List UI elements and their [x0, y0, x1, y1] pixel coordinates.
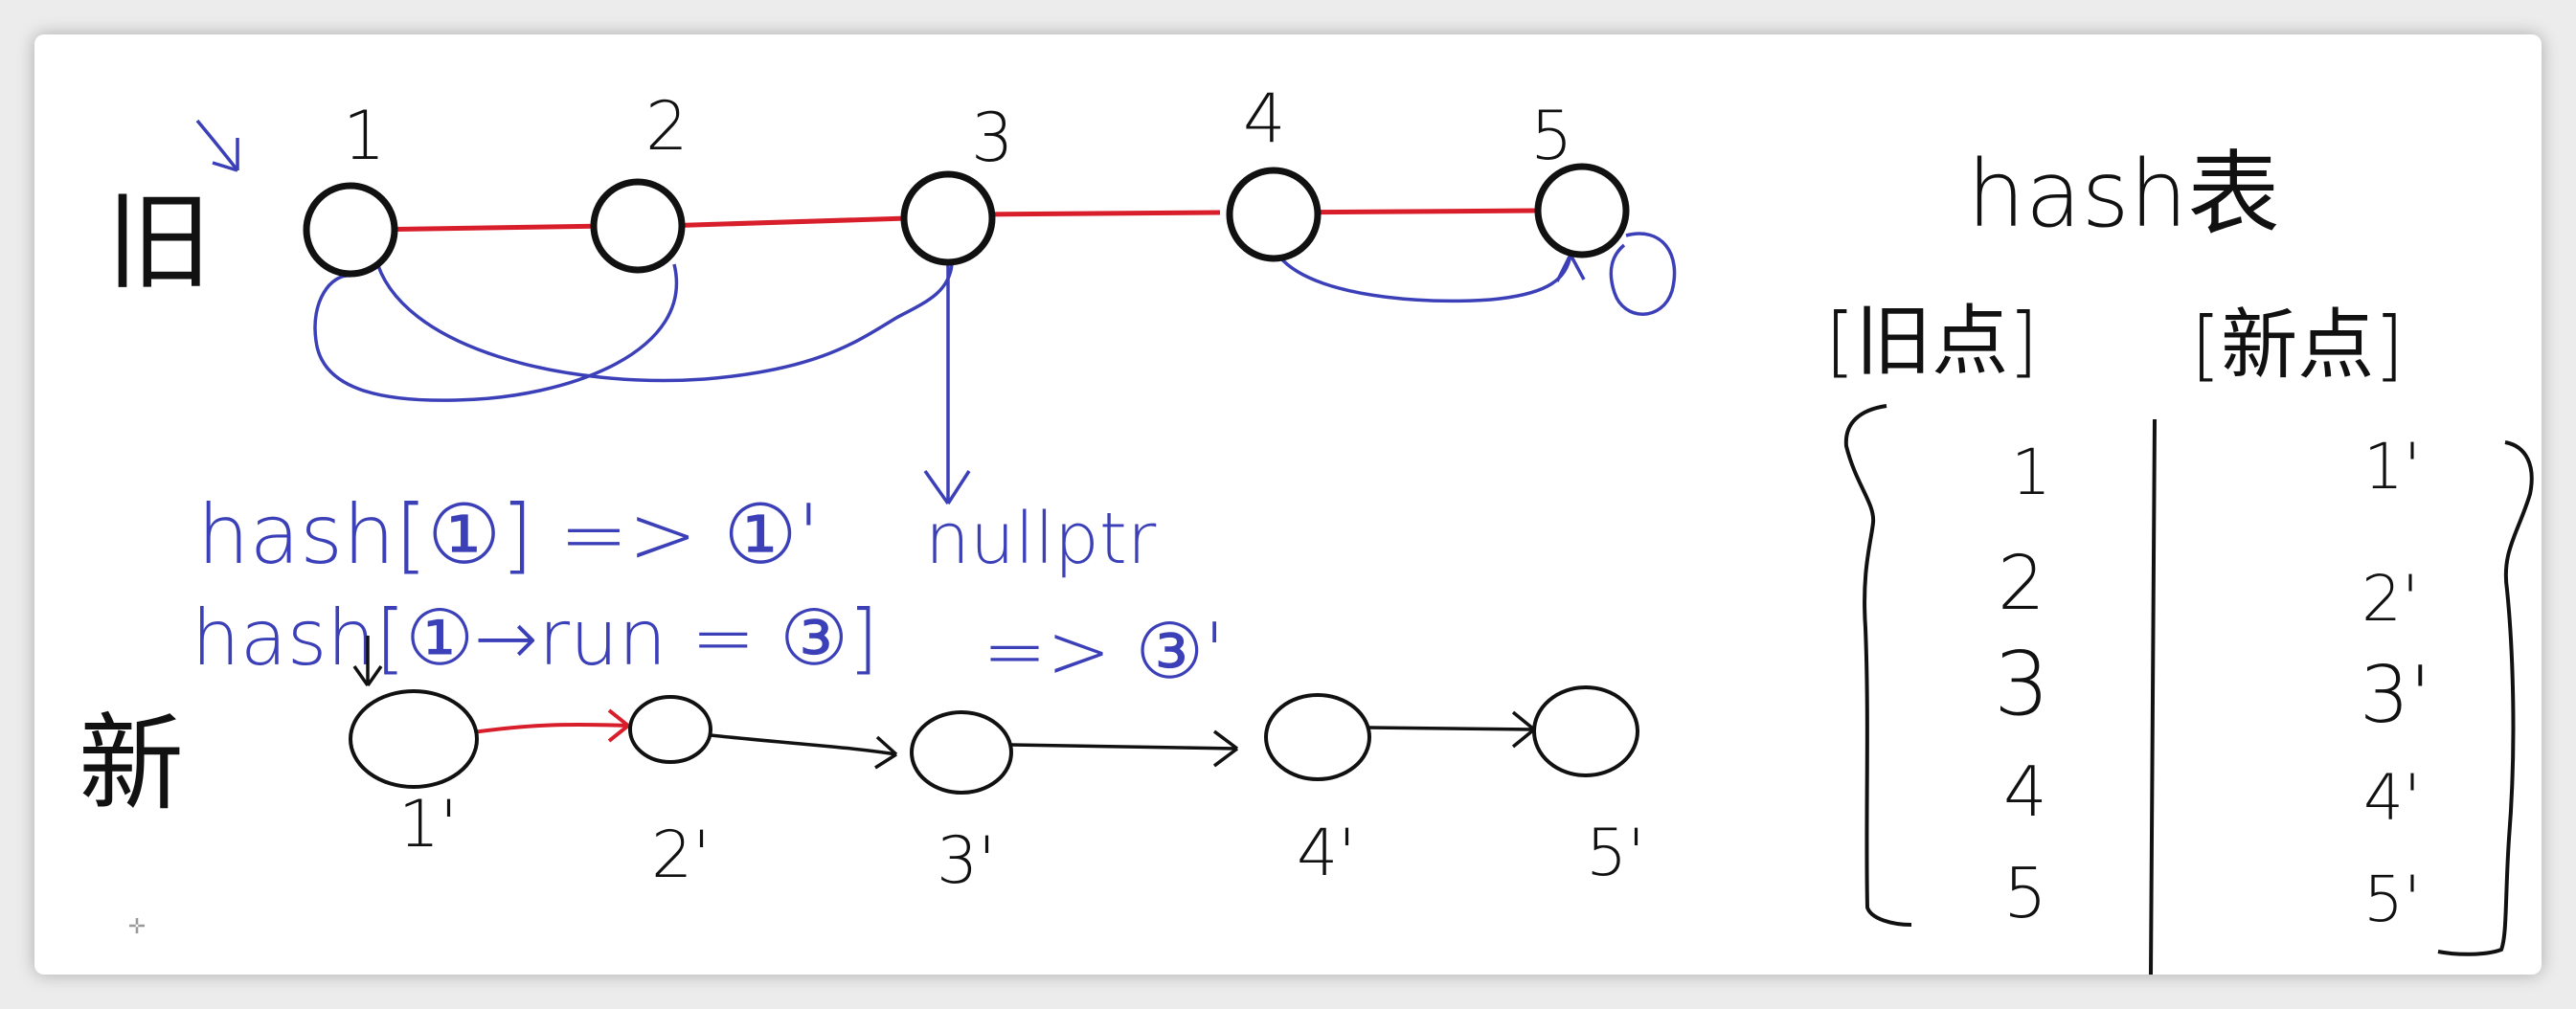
random-pointer-2-to-1	[313, 263, 678, 402]
hash-new-point-5: 5'	[2363, 863, 2421, 936]
whiteboard-canvas: 旧	[34, 34, 2542, 975]
hash-old-point-4: 4	[2003, 751, 2047, 832]
new-link-2-3	[710, 733, 897, 756]
old-list-label: 旧	[106, 181, 212, 303]
new-head-pointer-icon	[352, 636, 383, 687]
old-node-1	[303, 182, 398, 278]
old-node-labels: 1 2 3 4 5	[343, 79, 1573, 177]
diagram-svg: 旧	[79, 79, 2534, 975]
hash-lookup-line-1: hash[①] => ①'	[197, 487, 820, 583]
old-node-4	[1226, 167, 1322, 262]
new-node-2	[628, 695, 712, 764]
old-node-label-1: 1	[343, 97, 386, 175]
new-node-label-2: 2'	[651, 818, 711, 893]
new-link-1-2	[464, 722, 629, 735]
new-list-next-links	[464, 708, 1536, 770]
old-point-column-header: [旧点]	[1825, 297, 2038, 386]
new-node-5	[1532, 685, 1639, 777]
new-node-3	[910, 710, 1013, 795]
old-node-label-3: 3	[971, 99, 1014, 177]
new-nodes	[349, 685, 1639, 795]
crosshair-cursor-icon: ✛	[127, 915, 147, 939]
hash-new-point-1: 1'	[2363, 430, 2421, 504]
new-node-4	[1264, 693, 1371, 781]
old-nodes	[303, 163, 1630, 278]
random-pointer-4-to-5	[1277, 254, 1572, 303]
hash-table-frame	[1843, 404, 2534, 975]
new-point-column-header: [新点]	[2191, 301, 2404, 390]
hash-lookup-line-1-result: nullptr	[925, 498, 1157, 580]
head-pointer-icon	[195, 119, 239, 172]
new-node-label-5: 5'	[1586, 816, 1645, 891]
new-list-label: 新	[79, 703, 184, 825]
old-node-2	[590, 178, 686, 274]
old-node-label-5: 5	[1530, 97, 1573, 175]
old-node-label-2: 2	[645, 87, 689, 166]
hash-old-point-1: 1	[2011, 436, 2051, 509]
old-link-1-2	[365, 223, 612, 233]
hash-table-divider	[2149, 418, 2157, 975]
hash-lookup-line-2: hash[①→run = ③]	[192, 594, 878, 683]
hash-new-point-4: 4'	[2363, 761, 2421, 835]
old-link-3-4	[966, 210, 1221, 217]
hash-new-point-2: 2'	[2361, 562, 2419, 636]
old-node-3	[900, 170, 996, 266]
new-node-label-3: 3'	[937, 823, 996, 899]
random-pointer-5-to-5	[1609, 232, 1677, 316]
random-pointer-1-to-3	[373, 256, 954, 383]
hash-lookup-line-2-result: => ③'	[983, 607, 1225, 696]
new-link-4-5	[1367, 726, 1535, 731]
new-node-labels: 1' 2' 3' 4' 5'	[398, 787, 1645, 899]
hash-old-point-3: 3	[1994, 633, 2050, 735]
new-node-label-4: 4'	[1297, 816, 1356, 891]
hash-table-new-points: 1' 2' 3' 4' 5'	[2360, 430, 2431, 936]
hash-old-point-2: 2	[1998, 541, 2045, 627]
hash-table-left-brace	[1843, 404, 1912, 927]
hash-table-title: hash表	[1967, 141, 2280, 248]
old-node-label-4: 4	[1243, 79, 1286, 158]
hash-table-old-points: 1 2 3 4 5	[1994, 436, 2051, 933]
random-pointer-curves	[313, 232, 1677, 505]
new-link-3-4	[1010, 743, 1238, 751]
old-node-5	[1534, 163, 1630, 258]
hash-old-point-5: 5	[2003, 853, 2047, 933]
old-link-2-3	[662, 215, 909, 229]
hash-new-point-3: 3'	[2360, 650, 2431, 741]
new-node-label-1: 1'	[398, 787, 458, 863]
hash-table-right-brace	[2437, 440, 2534, 956]
new-node-1	[349, 689, 479, 789]
